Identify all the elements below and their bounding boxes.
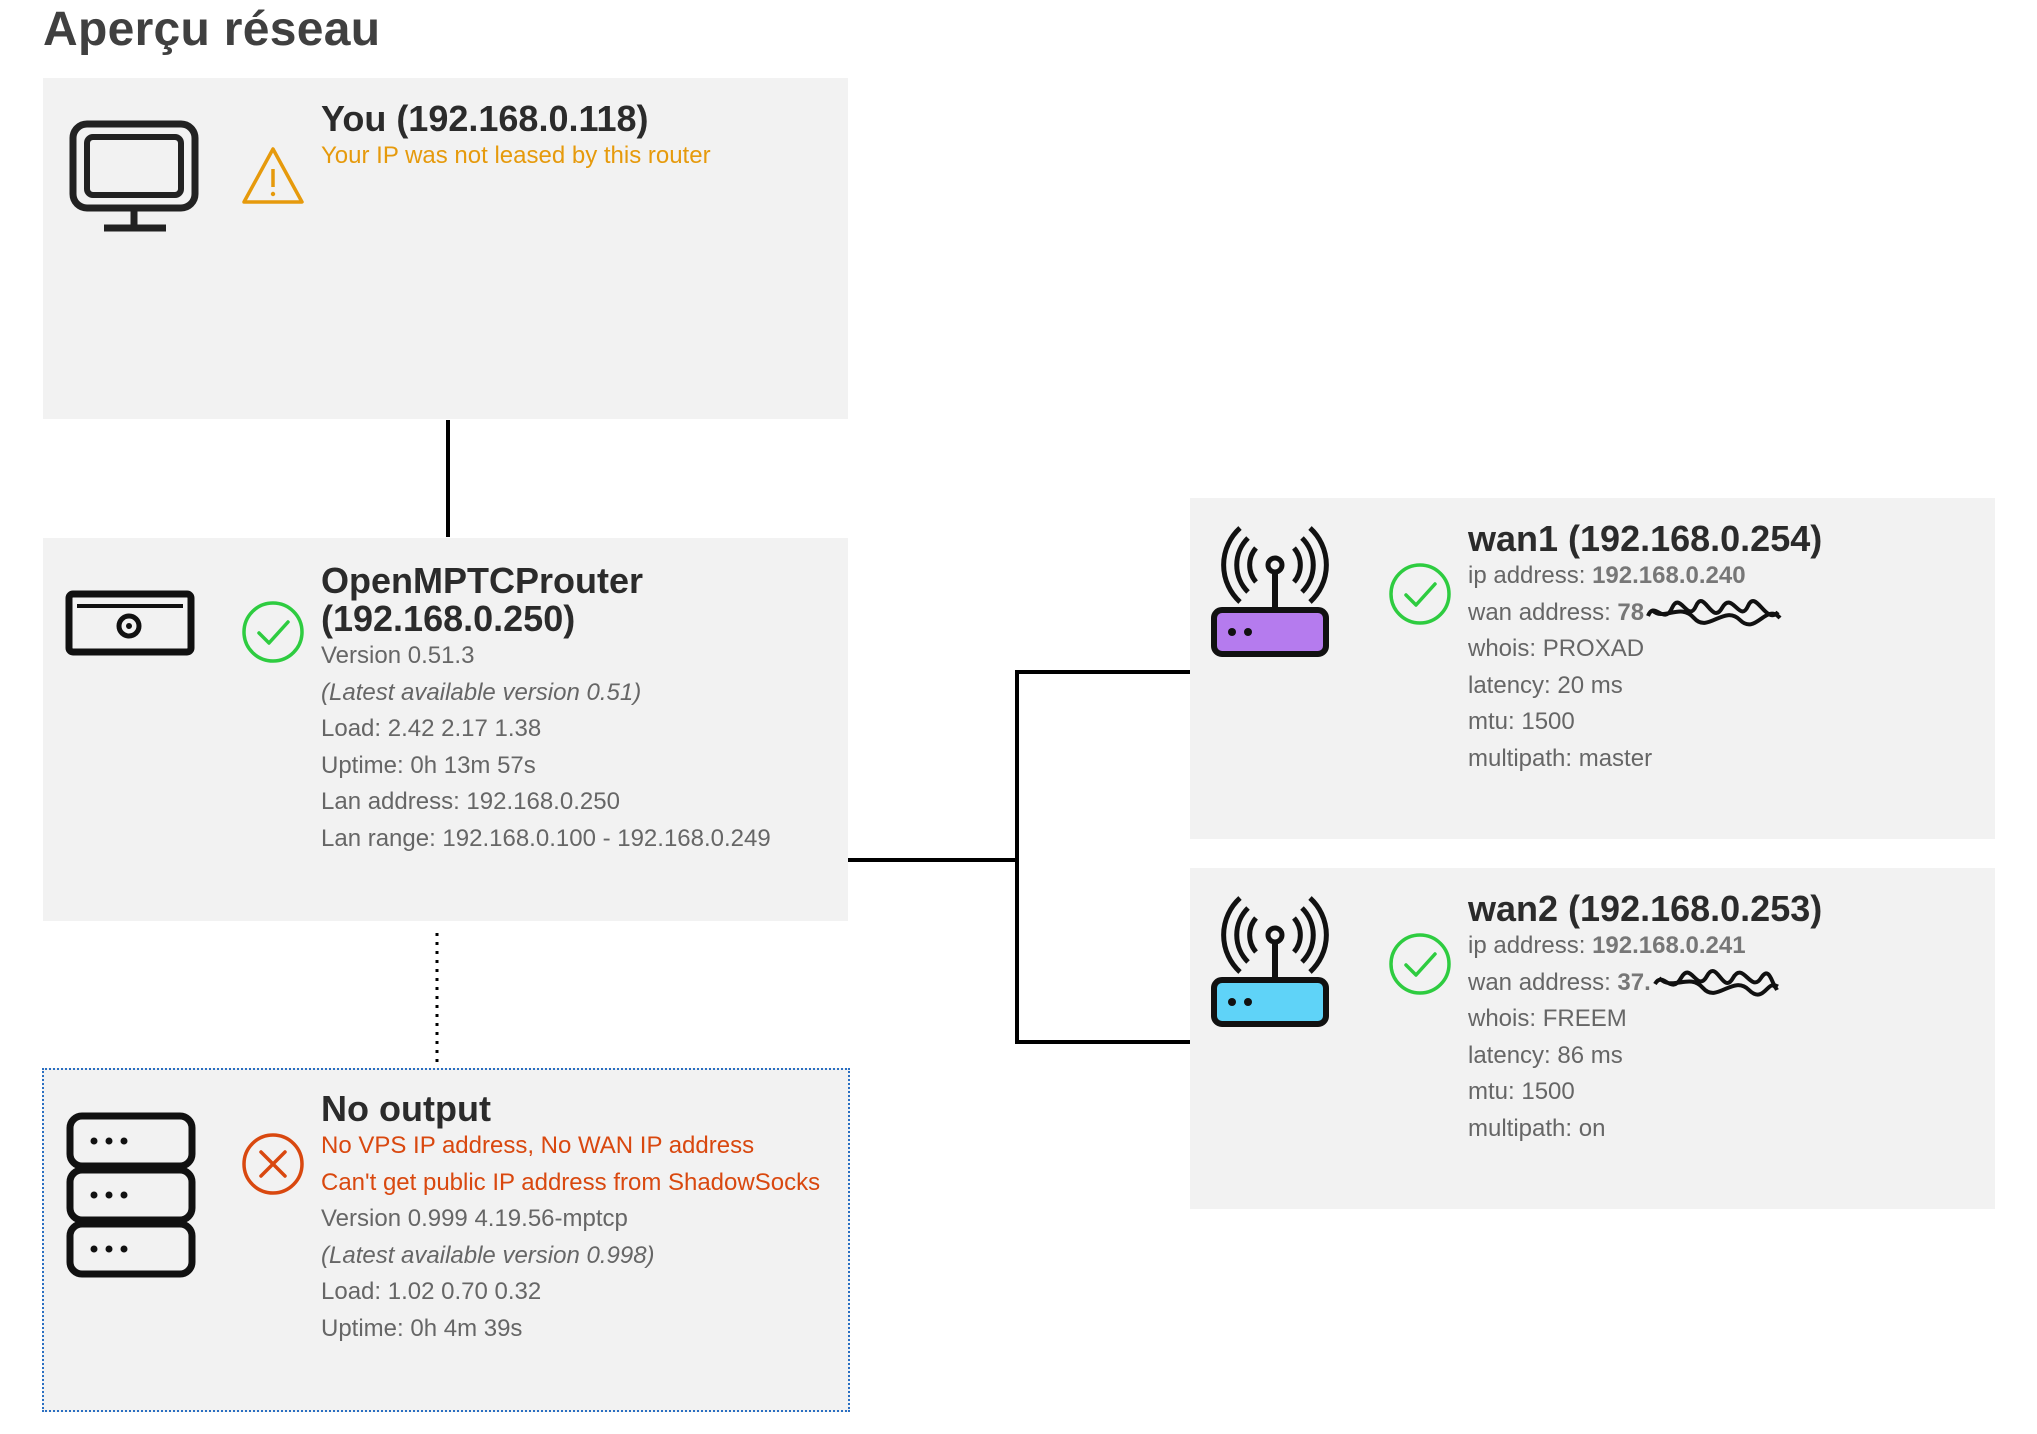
vps-error-ip: No VPS IP address, No WAN IP address bbox=[321, 1132, 755, 1159]
wan2-mtu: mtu: 1500 bbox=[1468, 1078, 1575, 1105]
vps-version: Version 0.999 4.19.56-mptcp bbox=[321, 1205, 628, 1232]
wan1-wan-address: wan address: 78 bbox=[1468, 595, 1822, 632]
router-latest-version: (Latest available version 0.51) bbox=[321, 678, 642, 706]
wan2-name: wan2 (192.168.0.253) bbox=[1468, 888, 1823, 929]
warning-icon bbox=[242, 147, 304, 204]
check-icon bbox=[1389, 933, 1451, 995]
page-title: Aperçu réseau bbox=[43, 3, 381, 56]
wan1-latency: latency: 20 ms bbox=[1468, 671, 1623, 699]
redaction-scribble bbox=[1653, 969, 1779, 997]
wan2-card[interactable]: wan2 (192.168.0.253) ip address: 192.168… bbox=[1190, 868, 1995, 1209]
vps-info: No output No VPS IP address, No WAN IP a… bbox=[321, 1090, 820, 1347]
wan1-ip-address: ip address: 192.168.0.240 bbox=[1468, 562, 1746, 589]
wan2-info: wan2 (192.168.0.253) ip address: 192.168… bbox=[1468, 890, 1822, 1147]
vps-load: Load: 1.02 0.70 0.32 bbox=[321, 1278, 542, 1305]
wan1-whois: whois: PROXAD bbox=[1468, 635, 1645, 662]
check-icon bbox=[242, 601, 304, 663]
wifi-router-icon bbox=[1211, 526, 1329, 657]
router-card[interactable]: OpenMPTCProuter (192.168.0.250) Version … bbox=[43, 538, 848, 921]
redaction-scribble bbox=[1646, 599, 1782, 627]
vps-latest-version: (Latest available version 0.998) bbox=[321, 1241, 655, 1269]
router-name: OpenMPTCProuter (192.168.0.250) bbox=[321, 560, 644, 639]
wan1-mtu: mtu: 1500 bbox=[1468, 708, 1575, 735]
wan2-router-body bbox=[1211, 977, 1329, 1027]
wan1-multipath: multipath: master bbox=[1468, 744, 1653, 772]
wan2-wan-address: wan address: 37. bbox=[1468, 965, 1822, 1002]
vps-card[interactable]: No output No VPS IP address, No WAN IP a… bbox=[42, 1068, 850, 1412]
server-icon bbox=[66, 1112, 196, 1278]
you-name: You (192.168.0.118) bbox=[321, 98, 649, 139]
vps-name: No output bbox=[321, 1088, 491, 1129]
router-version: Version 0.51.3 bbox=[321, 642, 475, 669]
wan2-whois: whois: FREEM bbox=[1468, 1005, 1627, 1032]
router-lan-address: Lan address: 192.168.0.250 bbox=[321, 788, 620, 815]
vps-uptime: Uptime: 0h 4m 39s bbox=[321, 1314, 523, 1342]
router-uptime: Uptime: 0h 13m 57s bbox=[321, 751, 536, 779]
router-lan-range: Lan range: 192.168.0.100 - 192.168.0.249 bbox=[321, 824, 771, 852]
wan1-name: wan1 (192.168.0.254) bbox=[1468, 518, 1823, 559]
router-box-icon bbox=[65, 590, 195, 656]
wan2-multipath: multipath: on bbox=[1468, 1114, 1606, 1142]
you-card[interactable]: You (192.168.0.118) Your IP was not leas… bbox=[43, 78, 848, 419]
error-icon bbox=[242, 1133, 304, 1195]
wan2-latency: latency: 86 ms bbox=[1468, 1041, 1623, 1069]
wan2-ip-address: ip address: 192.168.0.241 bbox=[1468, 932, 1746, 959]
you-info: You (192.168.0.118) Your IP was not leas… bbox=[321, 100, 711, 175]
router-load: Load: 2.42 2.17 1.38 bbox=[321, 715, 542, 742]
wan1-link bbox=[1015, 670, 1190, 1044]
wan1-router-body bbox=[1211, 607, 1329, 657]
wifi-router-icon bbox=[1211, 896, 1329, 1027]
wan1-card[interactable]: wan1 (192.168.0.254) ip address: 192.168… bbox=[1190, 498, 1995, 839]
router-info: OpenMPTCProuter (192.168.0.250) Version … bbox=[321, 562, 821, 857]
wan1-info: wan1 (192.168.0.254) ip address: 192.168… bbox=[1468, 520, 1822, 777]
check-icon bbox=[1389, 563, 1451, 625]
vps-error-shadowsocks: Can't get public IP address from ShadowS… bbox=[321, 1168, 821, 1196]
you-warning: Your IP was not leased by this router bbox=[321, 142, 711, 169]
monitor-icon bbox=[69, 120, 199, 232]
